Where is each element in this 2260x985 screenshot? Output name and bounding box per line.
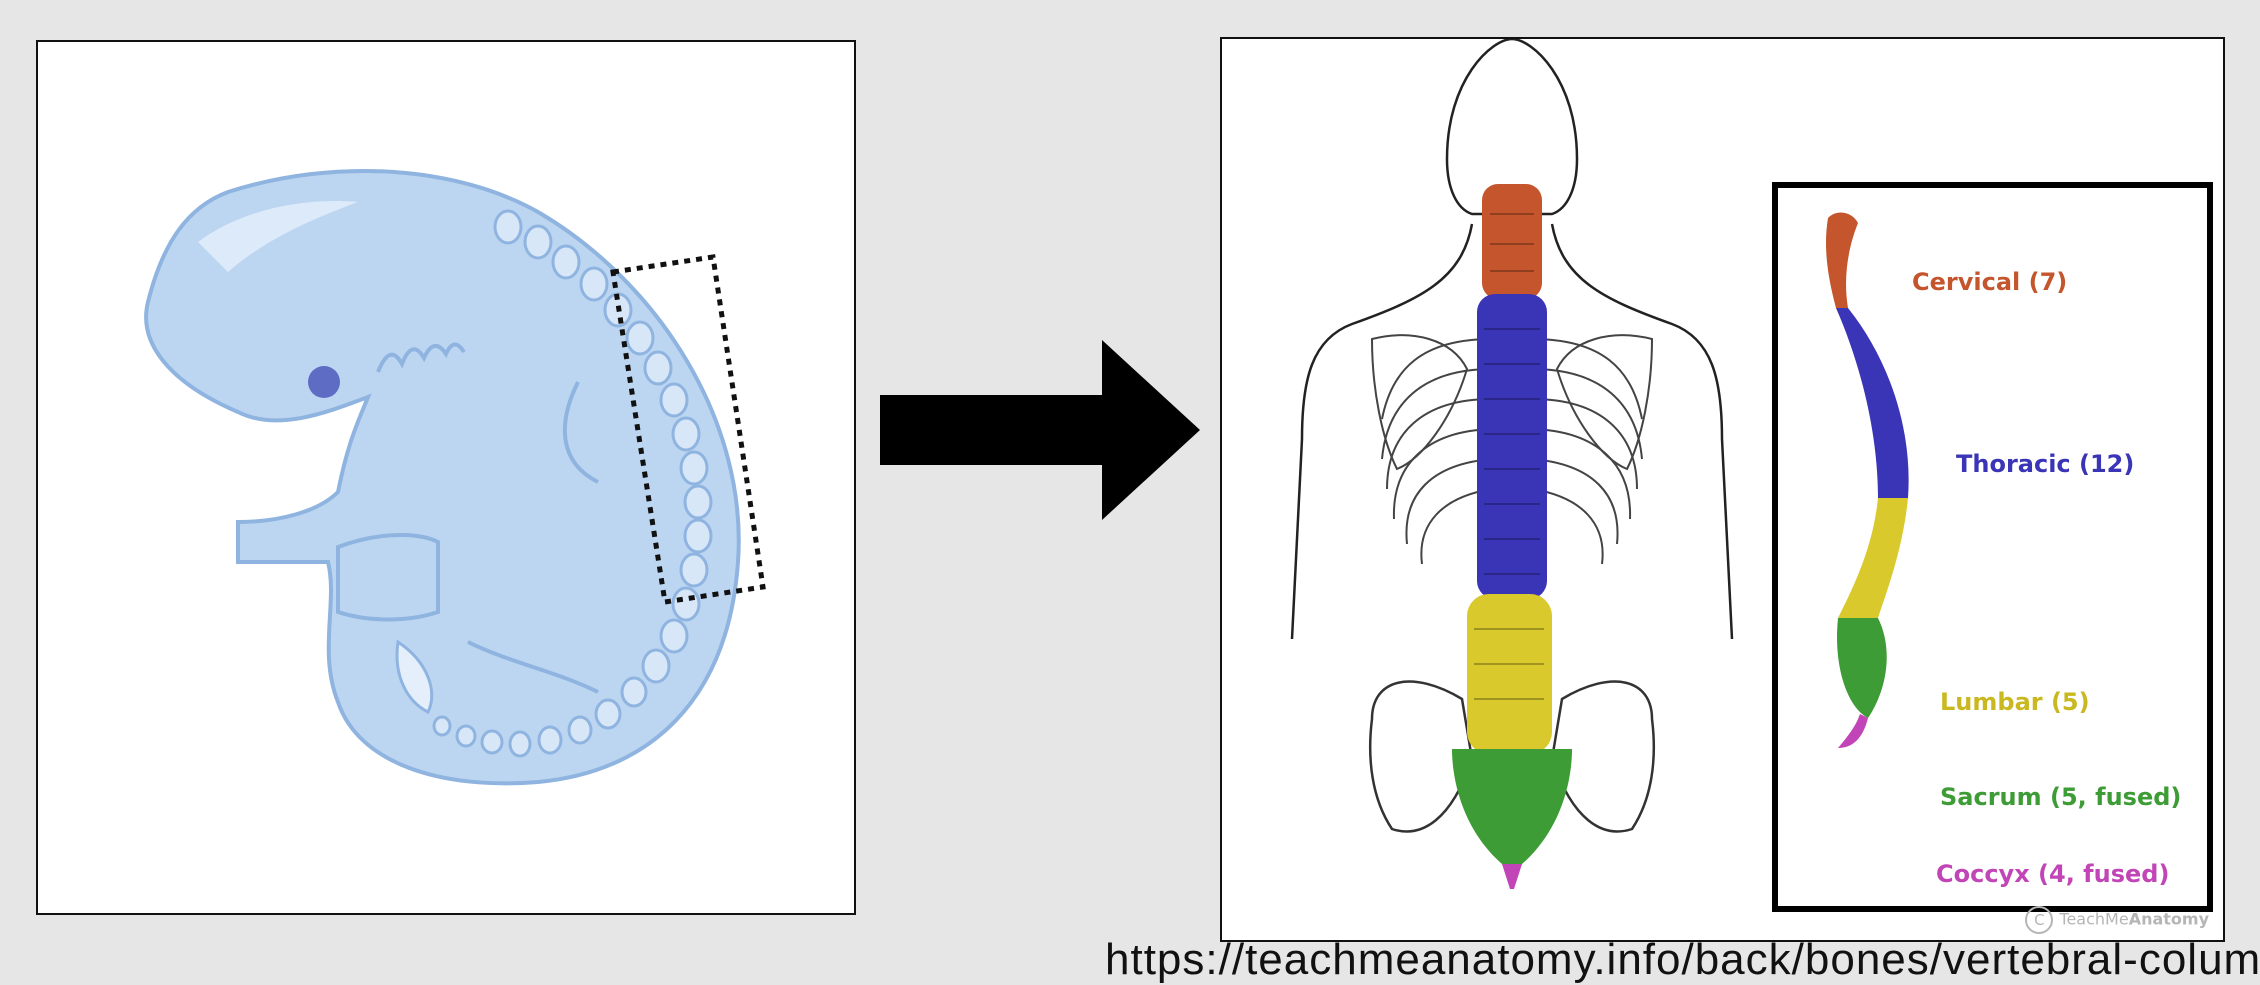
side-coccyx [1838, 714, 1868, 748]
watermark-brand-bold: Anatomy [2129, 910, 2209, 929]
source-url: https://teachmeanatomy.info/back/bones/v… [1105, 935, 2260, 985]
legend-sacrum: Sacrum (5, fused) [1940, 783, 2181, 811]
right-arrow-icon [880, 340, 1200, 520]
coccyx [1502, 864, 1522, 889]
umbilical-stalk [338, 535, 438, 619]
side-cervical [1826, 213, 1858, 308]
embryo-illustration [38, 42, 856, 915]
legend-thoracic: Thoracic (12) [1956, 450, 2134, 478]
side-lumbar [1838, 498, 1908, 618]
legend-cervical: Cervical (7) [1912, 268, 2067, 296]
thoracic-vertebrae [1477, 294, 1547, 599]
copyright-icon: C [2025, 906, 2053, 934]
side-sacrum [1837, 618, 1887, 718]
legend-lumbar: Lumbar (5) [1940, 688, 2090, 716]
sacrum [1452, 749, 1572, 864]
embryo-panel [36, 40, 856, 915]
watermark-brand-light: TeachMe [2059, 910, 2128, 929]
teachmeanatomy-watermark: C TeachMeAnatomy [2025, 906, 2209, 934]
lumbar-vertebrae [1467, 594, 1552, 754]
side-thoracic [1836, 308, 1909, 498]
legend-coccyx: Coccyx (4, fused) [1936, 860, 2169, 888]
spine-panel: Cervical (7) Thoracic (12) Lumbar (5) Sa… [1220, 37, 2225, 942]
spine-legend-box: Cervical (7) Thoracic (12) Lumbar (5) Sa… [1772, 182, 2213, 912]
cervical-vertebrae [1482, 184, 1542, 299]
embryo-eye [308, 366, 340, 398]
